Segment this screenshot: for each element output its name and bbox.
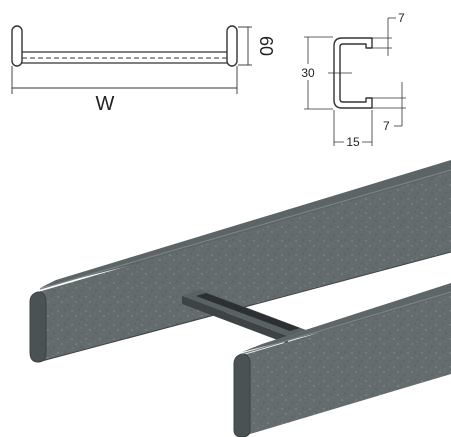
- front-rail-front-face-speckle: [240, 294, 451, 437]
- lip-top-label: 7: [398, 11, 405, 25]
- lip-bottom-label: 7: [383, 119, 390, 133]
- front-rail-end-cap: [233, 353, 251, 437]
- rung-slot: [196, 293, 300, 331]
- profile-width-label: 15: [346, 135, 360, 149]
- front-rail: [233, 283, 451, 437]
- back-rail-top-edge: [39, 169, 451, 290]
- ladder-rung: [182, 290, 306, 344]
- back-rail-top-face: [40, 160, 451, 288]
- rung-side-face: [182, 296, 288, 344]
- profile-height-label: 30: [301, 66, 315, 80]
- front-rail-top-face: [242, 283, 451, 352]
- back-rail-front-face-speckle: [38, 172, 451, 362]
- profile-width-label-bg: [344, 134, 362, 148]
- left-rail-section: [11, 25, 23, 67]
- front-rail-top-edge: [241, 291, 451, 355]
- height-label: 60: [256, 36, 276, 56]
- back-rail-end-cap: [29, 291, 47, 363]
- right-rail-section: [226, 25, 238, 67]
- profile-dimension-drawing: 30 7 7 15: [297, 11, 406, 149]
- profile-height-label-bg: [297, 64, 319, 80]
- width-label: W: [96, 93, 115, 115]
- back-rail: [29, 160, 451, 363]
- c-profile-section: [333, 37, 373, 109]
- ladder-dimension-drawing: 60 W: [11, 25, 276, 115]
- cable-ladder-render: [29, 160, 451, 437]
